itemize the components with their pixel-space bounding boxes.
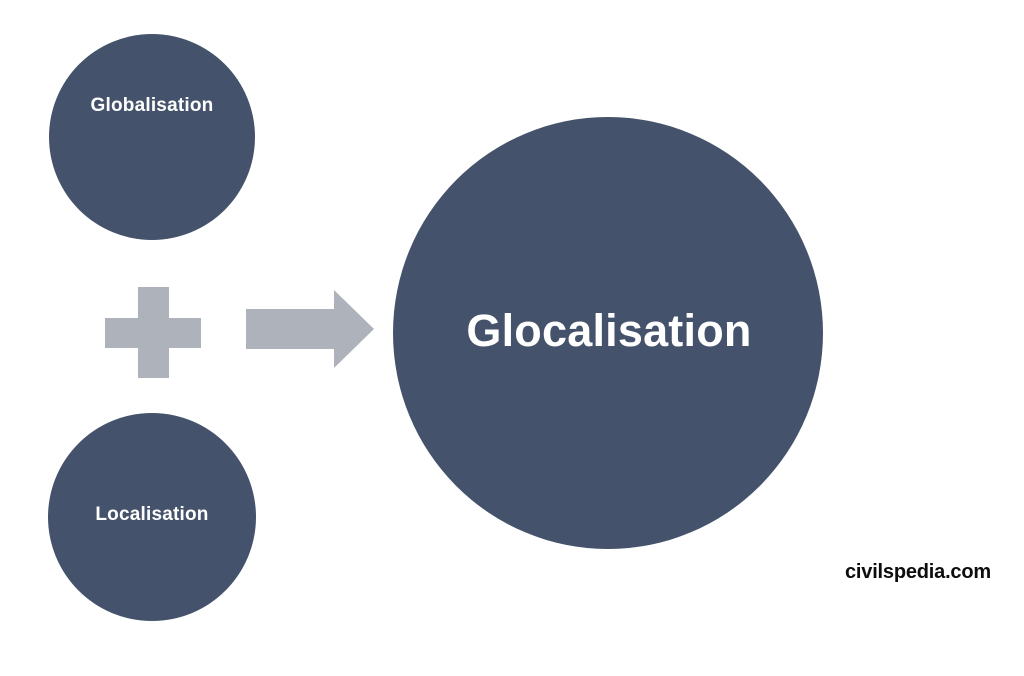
plus-icon-vertical-bar bbox=[138, 287, 169, 378]
node-globalisation-label: Globalisation bbox=[90, 94, 214, 116]
node-localisation-label: Localisation bbox=[95, 503, 209, 525]
plus-icon bbox=[105, 287, 201, 378]
arrow-right-icon bbox=[246, 290, 374, 368]
node-globalisation: Globalisation bbox=[49, 34, 255, 240]
node-glocalisation-label: Glocalisation bbox=[466, 305, 752, 357]
node-glocalisation: Glocalisation bbox=[393, 117, 823, 549]
watermark-text: civilspedia.com bbox=[845, 561, 991, 583]
node-localisation: Localisation bbox=[48, 413, 256, 621]
